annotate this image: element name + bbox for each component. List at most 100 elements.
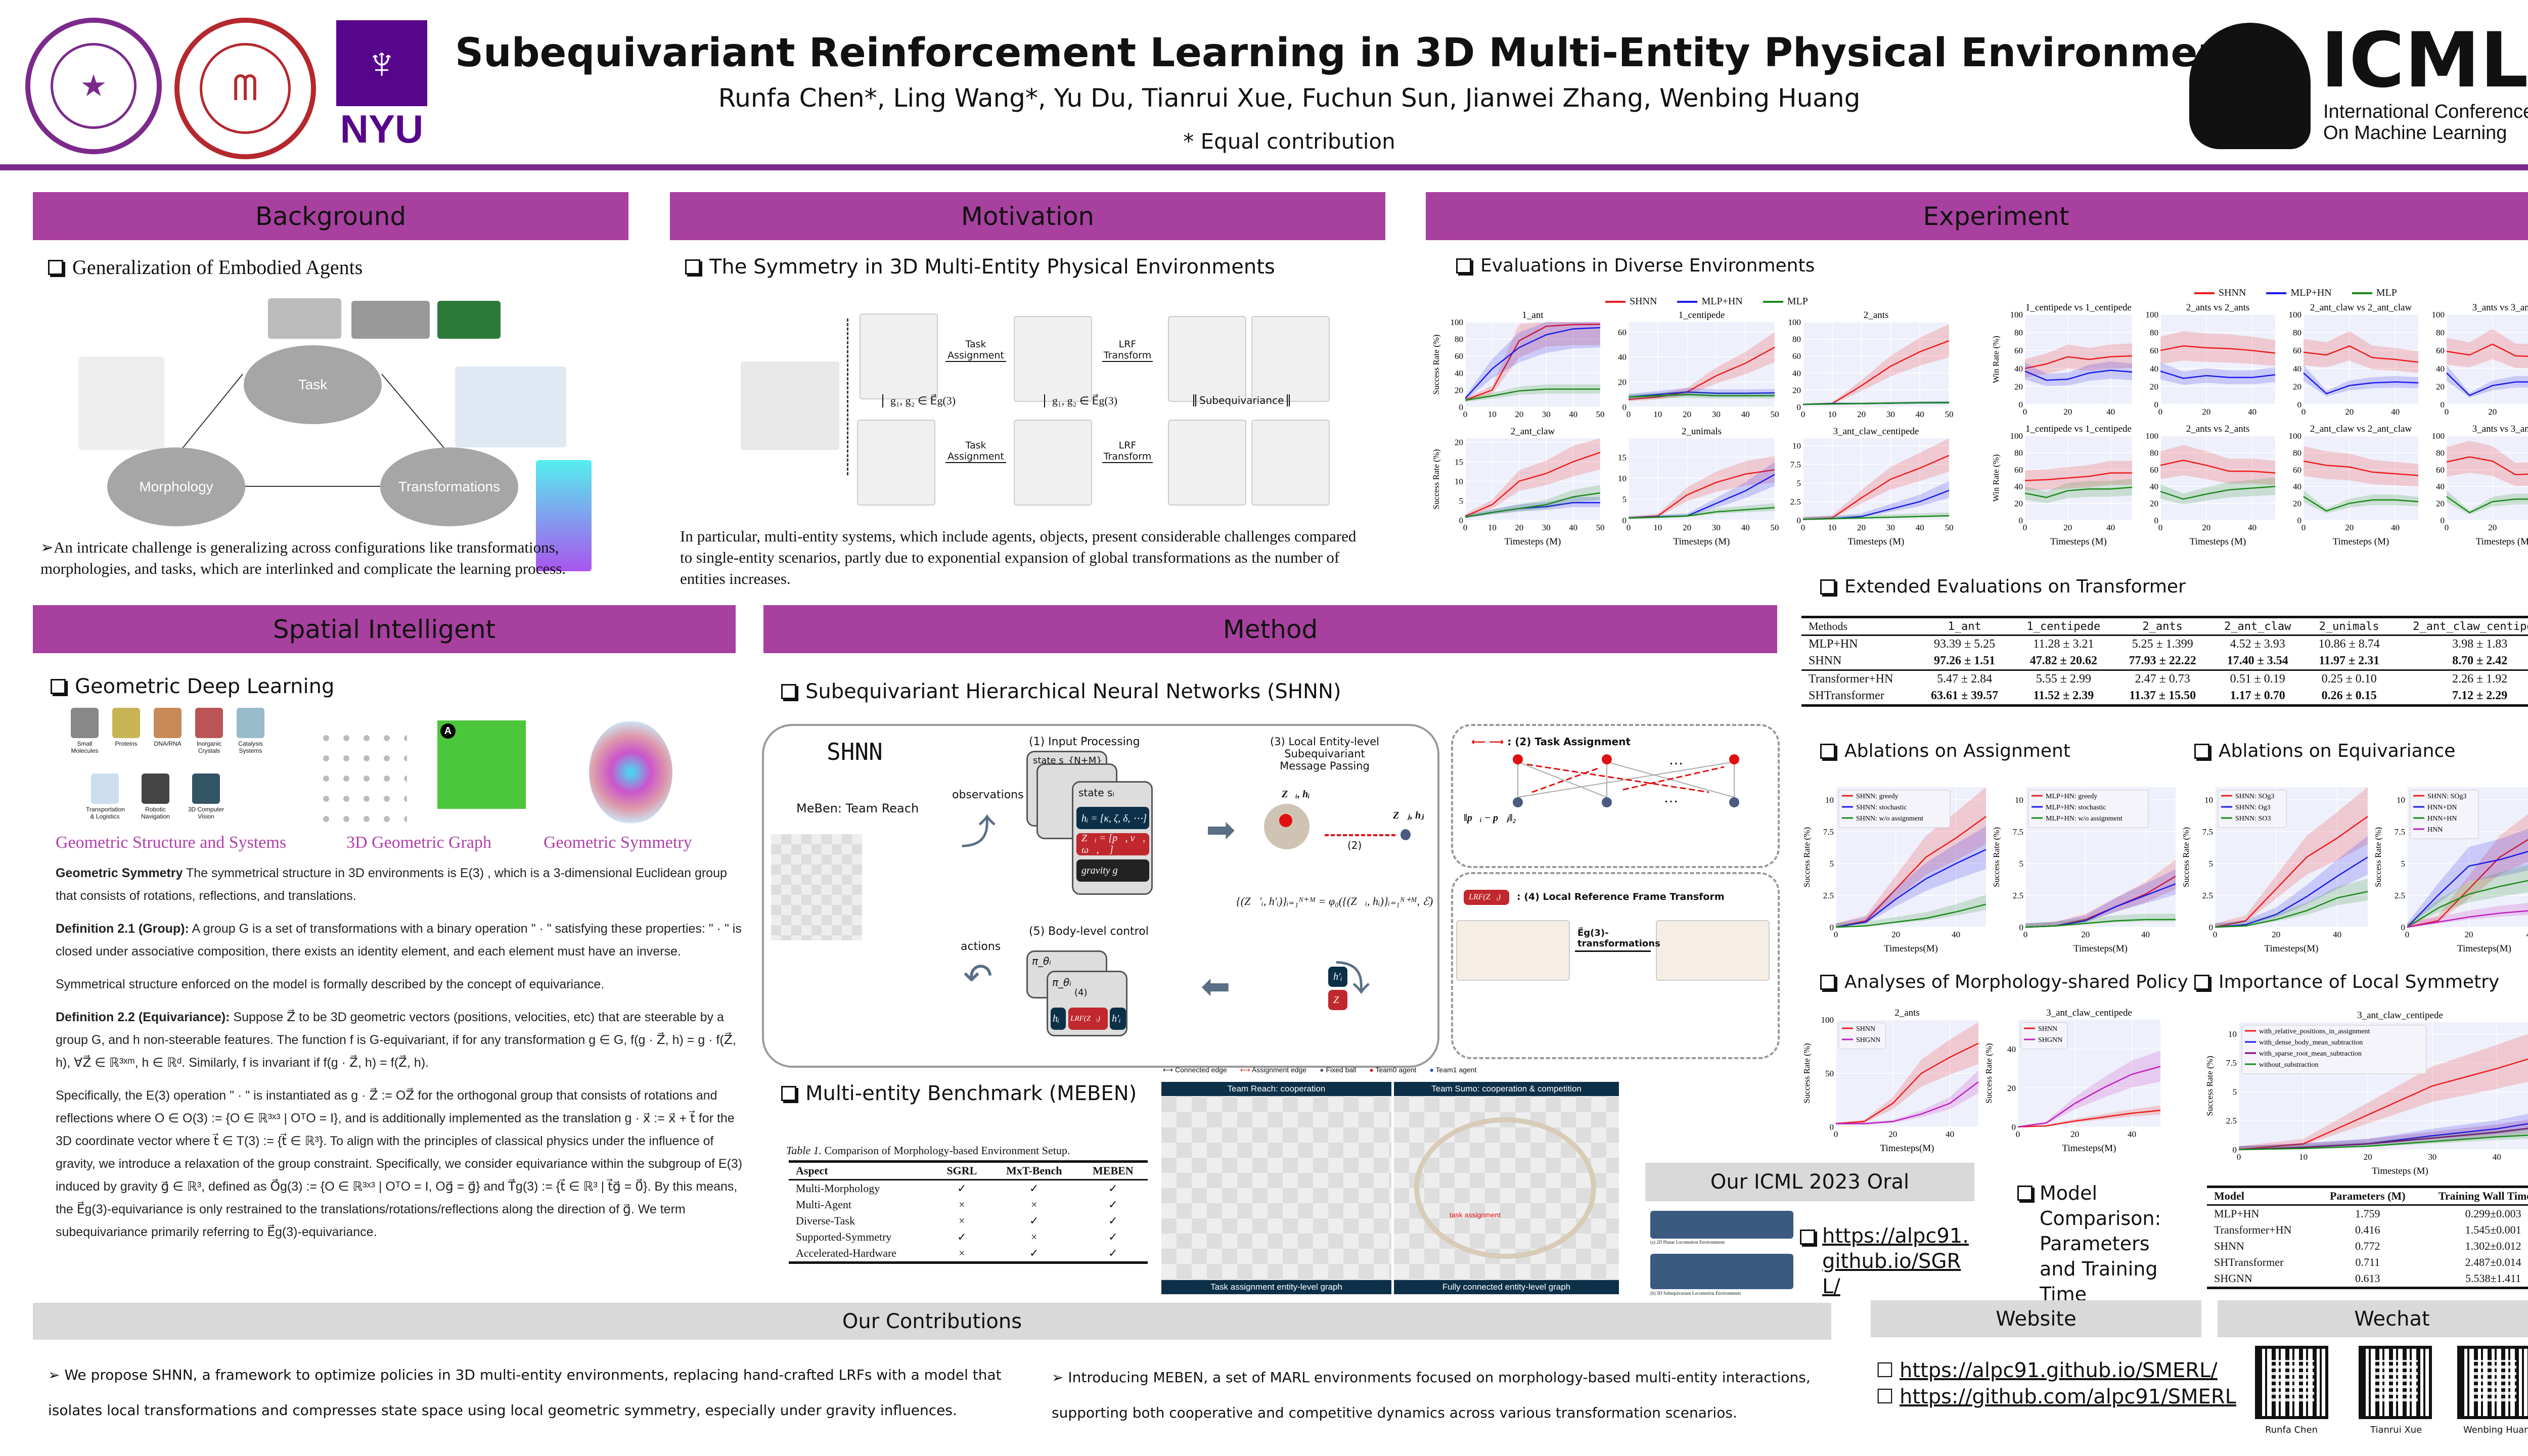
figure-badge: A — [440, 723, 456, 739]
table-cell: × — [959, 1198, 965, 1211]
x-tick-label: 20 — [2345, 523, 2354, 532]
series-line-MLP+HN — [1465, 327, 1601, 399]
molecule-graph-image — [316, 728, 407, 829]
series-line-SHNN — [2160, 345, 2276, 354]
x-tick-label: 10 — [1653, 410, 1662, 419]
x-tick-label: 0 — [1801, 523, 1805, 532]
qr-code-runfa[interactable] — [2255, 1346, 2328, 1419]
gdl-thumbnail — [192, 774, 220, 804]
table-cell: 11.97 ± 2.31 — [2319, 654, 2380, 667]
edge-swatch-icon: ⟷ — [1163, 1066, 1175, 1074]
table-cell: Transformer+HN — [2214, 1223, 2292, 1236]
series-line-HNN — [2407, 910, 2528, 928]
qr-code-wenbing[interactable] — [2457, 1346, 2528, 1419]
y-tick-label: 0 — [2019, 923, 2024, 932]
nyu-logo: ♆ NYU — [336, 20, 427, 152]
legend-label: SHNN: Og3 — [2235, 804, 2271, 811]
background-header: Background — [33, 192, 628, 240]
gdl-thumbnail — [154, 708, 182, 738]
plot-area — [1803, 322, 1949, 407]
series-line-MLP+HN — [2446, 372, 2528, 396]
series-band-SHNN — [2304, 446, 2418, 487]
checkbox-icon — [685, 259, 700, 275]
sumo-ring — [1414, 1117, 1596, 1259]
x-tick-label: 40 — [2106, 523, 2115, 532]
x-tick-label: 0 — [2237, 1152, 2241, 1162]
background-text: ➢An intricate challenge is generalizing … — [40, 537, 632, 579]
table-cell: 93.39 ± 5.25 — [1934, 638, 1996, 651]
series-line-MLP+HN — [1628, 391, 1775, 398]
series-band-SHNN — [2025, 343, 2132, 378]
github-link[interactable]: https://github.com/alpc91/SMERL — [1899, 1385, 2236, 1408]
grid-plot — [1251, 316, 1330, 402]
motivation-subtitle: The Symmetry in 3D Multi-Entity Physical… — [685, 255, 1275, 279]
gdl-thumbnail — [112, 708, 140, 738]
morph-subtitle: Analyses of Morphology-shared Policy — [1820, 972, 2188, 992]
table-cell: 0.711 — [2355, 1256, 2380, 1268]
oral-link-row: https://alpc91.github.io/SGRL/ — [1800, 1223, 1972, 1299]
qr-code-tianrui[interactable] — [2359, 1346, 2432, 1419]
series-line-SHNN: Og3 — [2215, 856, 2368, 928]
chart-title: 2_ant_claw vs 2_ant_claw — [2310, 424, 2412, 434]
series-band-SHNN — [1803, 324, 1949, 405]
y-tick-label: 100 — [2432, 310, 2445, 320]
series-line-SHNN — [2024, 355, 2133, 370]
x-tick-label: 20 — [2488, 523, 2497, 532]
y-tick-label: 60 — [2150, 465, 2158, 475]
wechat-header: Wechat — [2218, 1300, 2528, 1337]
x-tick-label: 10 — [2299, 1152, 2308, 1162]
curved-arrow-left-icon: ↶ — [963, 957, 993, 996]
table-cell: Methods — [1809, 620, 1847, 632]
series-band-SHNN: Og3 — [2215, 836, 2368, 927]
series-line-SHNN — [2024, 472, 2132, 481]
ball-swatch-icon: ● — [1320, 1066, 1326, 1074]
oral-project-link[interactable]: https://alpc91.github.io/SGRL/ — [1822, 1224, 1969, 1298]
x-tick-label: 20 — [2081, 930, 2090, 939]
table-cell: 1.545±0.001 — [2465, 1223, 2521, 1236]
y-tick-label: 80 — [2293, 328, 2301, 338]
abl-equiv-subtitle: Ablations on Equivariance — [2194, 741, 2455, 761]
scene-label: MeBen: Team Reach — [796, 801, 919, 815]
para-equivariance: Symmetrical structure enforced on the mo… — [56, 977, 605, 991]
legend-label: MLP+HN: stochastic — [2046, 804, 2106, 811]
para-def-group: A group G is a set of transformations wi… — [56, 922, 742, 959]
table-row: Multi-Agent××✓ — [789, 1197, 1148, 1213]
x-tick-label: 0 — [2405, 930, 2410, 939]
table-cell: 47.82 ± 20.62 — [2029, 654, 2097, 667]
method-header: Method — [763, 605, 1777, 653]
y-axis-label: Success Rate (%) — [1802, 827, 1812, 887]
bench-subtitle: Multi-entity Benchmark (MEBEN) — [781, 1082, 1137, 1105]
project-page-link[interactable]: https://alpc91.github.io/SMERL/ — [1899, 1359, 2218, 1382]
model-comparison-title: Model Comparison: Parameters and Trainin… — [2040, 1182, 2161, 1305]
series-line-SHNN — [1465, 324, 1601, 401]
bullet-arrow-icon: ➢ — [48, 1367, 65, 1383]
gdl-icon-item: Inorganic Crystals — [190, 708, 228, 754]
website-link-row: ☐ https://alpc91.github.io/SMERL/ — [1876, 1359, 2218, 1382]
node-morphology: Morphology — [107, 447, 245, 526]
y-axis-label: Win Rate (%) — [1991, 454, 2001, 502]
contribution-1: ➢ We propose SHNN, a framework to optimi… — [48, 1367, 1002, 1419]
series-band-MLP — [1803, 512, 1949, 520]
x-tick-label: 20 — [2345, 407, 2354, 417]
lrf-transform-label: LRF Transform — [1102, 339, 1153, 362]
chart-title: 2_ants vs 2_ants — [2186, 424, 2250, 434]
table-cell: Supported-Symmetry — [796, 1231, 892, 1243]
x-tick-label: 40 — [1569, 523, 1577, 532]
lrf-after-plot — [1656, 920, 1770, 981]
task-assignment-panel — [1451, 724, 1780, 868]
x-axis-label: Timesteps(M) — [2265, 943, 2319, 954]
y-tick-label: 10 — [1825, 795, 1834, 805]
checkbox-icon — [2194, 743, 2209, 759]
y-tick-label: 60 — [1455, 351, 1463, 361]
y-tick-label: 15 — [1455, 457, 1463, 467]
y-tick-label: 20 — [1618, 378, 1627, 387]
contributions-header: Our Contributions — [33, 1303, 1831, 1340]
